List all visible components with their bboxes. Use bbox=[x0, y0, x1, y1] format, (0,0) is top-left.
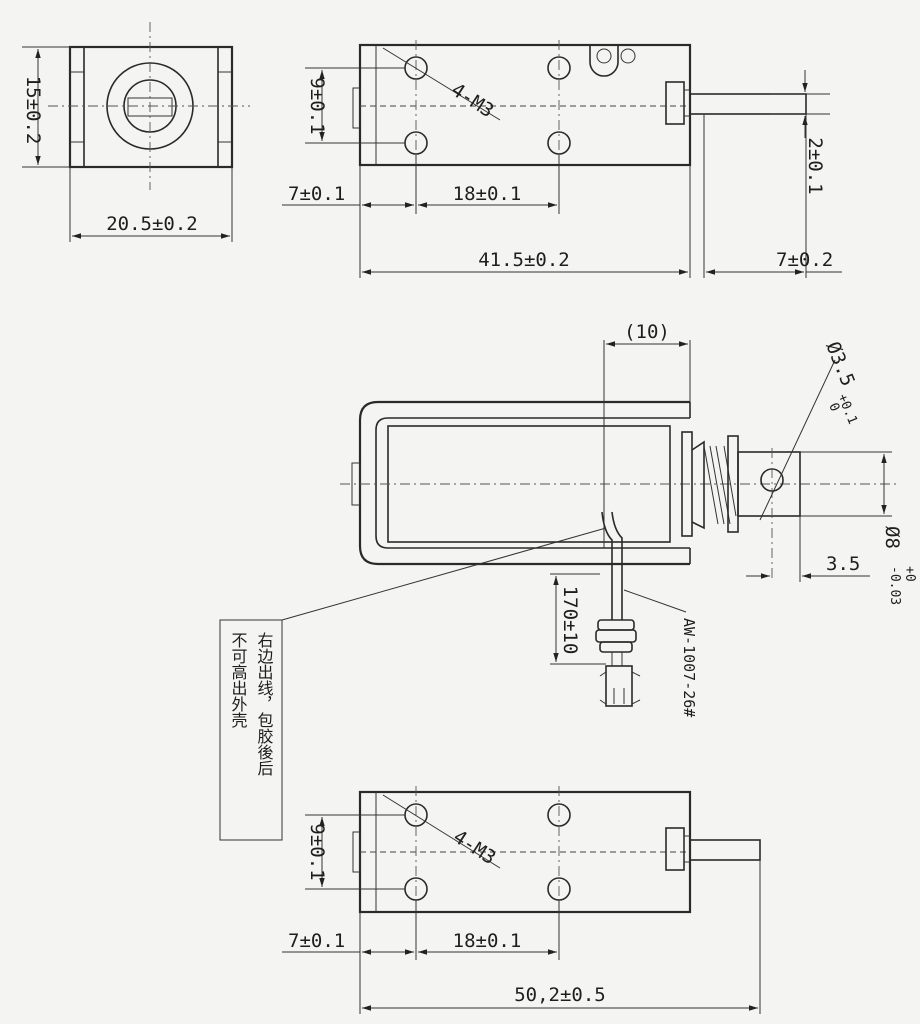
side-view-plunger-dia: Ø8 bbox=[881, 526, 903, 549]
note-box bbox=[219, 619, 283, 841]
top-view-hole-spacing-h: 18±0.1 bbox=[453, 183, 522, 205]
top-view-edge-to-hole: 7±0.1 bbox=[288, 183, 345, 205]
bottom-view-overall-length: 50,2±0.5 bbox=[514, 984, 606, 1006]
top-view-hole bbox=[547, 56, 571, 80]
side-view-hole-offset: 3.5 bbox=[826, 553, 860, 575]
side-view-plunger-tol-upper: +0 bbox=[902, 566, 917, 582]
side-view-plunger-tol-lower: -0.03 bbox=[887, 566, 902, 605]
top-view-shaft-dim: 2±0.1 bbox=[804, 137, 826, 194]
side-view-connector bbox=[605, 665, 633, 707]
side-view: (10) Ø3.5 +0.1 0 Ø8 +0 -0.03 3.5 170±1 bbox=[340, 321, 917, 717]
side-view-wire-spec: AW-1007-26# bbox=[680, 618, 698, 717]
bottom-view-end-cap bbox=[665, 827, 685, 871]
note-line-2: 不可高出外壳 bbox=[229, 632, 248, 729]
top-view-hole-spacing-v: 9±0.1 bbox=[306, 77, 328, 134]
top-view-overall-length: 41.5±0.2 bbox=[478, 249, 570, 271]
side-view-lead-length: 170±10 bbox=[559, 586, 581, 655]
side-view-lead-wire bbox=[601, 511, 613, 620]
side-view-plunger bbox=[737, 451, 801, 517]
side-view-ref-dim: (10) bbox=[624, 321, 670, 343]
bottom-view-shaft bbox=[689, 839, 761, 861]
bottom-view-hole-spacing-v: 9±0.1 bbox=[306, 823, 328, 880]
bottom-view-hole-spacing-h: 18±0.1 bbox=[453, 930, 522, 952]
note-line-1: 右边出线，包胶後后 bbox=[255, 632, 274, 776]
end-view-outline bbox=[68, 45, 234, 169]
side-view-spring bbox=[703, 445, 737, 525]
top-view-shaft bbox=[689, 93, 807, 115]
top-view-shaft-length: 7±0.2 bbox=[776, 249, 833, 271]
bottom-view: 4-M3 9±0.1 7±0.1 18±0.1 50,2±0.5 bbox=[282, 786, 761, 1014]
top-view-thread-label: 4-M3 bbox=[447, 79, 497, 122]
side-view-pin-hole-dia: Ø3.5 bbox=[821, 339, 859, 390]
top-view-end-cap bbox=[665, 81, 685, 125]
top-view-body bbox=[358, 43, 692, 167]
end-view-width-dim: 20.5±0.2 bbox=[106, 213, 198, 235]
top-view: 4-M3 9±0.1 7±0.1 18±0.1 41.5±0.2 7±0.2 2… bbox=[282, 40, 842, 278]
bottom-view-edge-to-hole: 7±0.1 bbox=[288, 930, 345, 952]
side-view-pin-hole-tol-lower: 0 bbox=[825, 401, 842, 414]
end-view: 15±0.2 20.5±0.2 bbox=[22, 22, 250, 242]
note-callout: 右边出线，包胶後后 不可高出外壳 bbox=[219, 527, 607, 841]
end-view-height-dim: 15±0.2 bbox=[22, 76, 44, 145]
